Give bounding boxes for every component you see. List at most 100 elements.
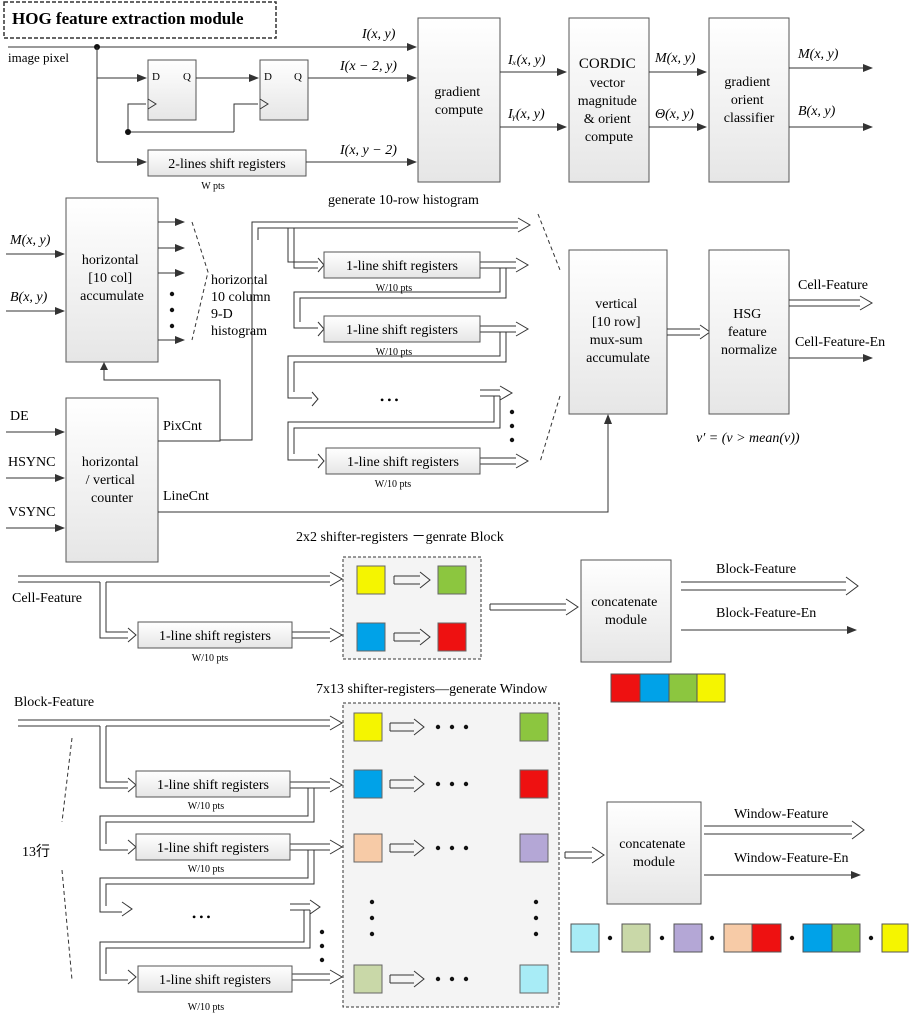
window-shift-chain [18, 715, 343, 985]
signal-m-out: M(x, y) [797, 47, 839, 62]
flip-flop-2 [259, 59, 309, 121]
signal-i-y2: I(x, y − 2) [339, 143, 397, 158]
block-inner-arrows [393, 571, 431, 646]
block-green-cell [437, 565, 467, 595]
window-ellipsis-h: • • • [192, 910, 211, 924]
block-shift-register [137, 621, 293, 649]
window-w10-label-1: W/10 pts [188, 801, 224, 812]
window-ellipsis-v [319, 929, 325, 963]
signal-i: I(x, y) [361, 27, 396, 42]
win-lavender-end [519, 833, 549, 863]
shift-register-row-3-label: 1-line shift registers [347, 455, 459, 470]
win-yellow-start [353, 712, 383, 742]
diagram-title: HOG feature extraction module [12, 9, 244, 28]
vertical-accumulate-box [568, 249, 668, 415]
ff2-clock [259, 98, 269, 110]
ellipsis-h: • • • [380, 393, 399, 407]
vertical-accumulate-label: vertical [10 row] mux-sum accumulate [586, 297, 650, 366]
normalize-formula: v′ = (v > mean(v)) [696, 431, 800, 446]
ff1-d-label: D [152, 71, 160, 83]
w10-label-1: W/10 pts [376, 283, 412, 294]
block-color-strip [610, 673, 726, 703]
vacc-to-hsg-arrow [667, 328, 700, 336]
ff2-q-label: Q [294, 71, 302, 83]
window-inner-dots [369, 724, 539, 982]
window-concatenate-label: concatenate module [619, 837, 689, 870]
block-feature-label: Block-Feature [716, 562, 796, 577]
block-shift-register-label: 1-line shift registers [159, 629, 271, 644]
shift-register-row-1 [323, 251, 481, 279]
clock-wire-1 [127, 103, 234, 133]
win-green-end [519, 712, 549, 742]
window-to-concat-arrow [564, 846, 605, 864]
two-lines-shift-registers [147, 149, 307, 177]
window-color-strip [570, 923, 909, 953]
signal-b-in: B(x, y) [10, 290, 48, 305]
hsync-label: HSYNC [8, 455, 55, 470]
clock-wire-2 [233, 103, 258, 132]
block-to-concat-arrow [489, 598, 579, 616]
linecnt-wire [158, 420, 609, 513]
h-accum-outputs [158, 218, 185, 344]
linecnt-label: LineCnt [163, 489, 209, 504]
hv-counter-box [65, 397, 159, 563]
signal-iy: Iᵧ(x, y) [507, 107, 545, 122]
w10-label-3: W/10 pts [375, 479, 411, 490]
gradient-orient-classifier-box [708, 17, 790, 183]
block-blue-cell [356, 622, 386, 652]
pixcnt-head [100, 362, 108, 370]
title-frame [3, 1, 277, 39]
ff2-d-label: D [264, 71, 272, 83]
linecnt-head [604, 414, 612, 424]
signal-b-out: B(x, y) [798, 104, 836, 119]
shift-register-row-2 [323, 315, 481, 343]
win-peach-start [353, 833, 383, 863]
window-feature-label: Window-Feature [734, 807, 828, 822]
window-shift-register-1-label: 1-line shift registers [157, 778, 269, 793]
block-feature-arrow [681, 576, 859, 596]
block-feature-en-label: Block-Feature-En [716, 606, 816, 621]
rows-label: 13行 [22, 844, 50, 860]
horizontal-accumulate-label: horizontal [10 col] accumulate [80, 253, 144, 304]
cordic-label: CORDIC vector magnitude & orient compute [578, 56, 641, 145]
generate-histogram-label: generate 10-row histogram [328, 193, 479, 208]
block-cell-feature-label: Cell-Feature [12, 591, 82, 606]
signal-m: M(x, y) [654, 51, 696, 66]
hsg-normalize-label: HSG feature normalize [721, 307, 777, 358]
cordic-box [568, 17, 650, 183]
block-concatenate-label: concatenate module [591, 595, 661, 628]
cell-feature-arrow [789, 299, 860, 307]
brace-top [537, 213, 561, 271]
window-feature-en-label: Window-Feature-En [734, 851, 849, 866]
histogram-label: horizontal 10 column 9-D histogram [211, 273, 274, 339]
block-w10-label: W/10 pts [192, 653, 228, 664]
cell-feature-head [859, 295, 873, 311]
hv-counter-label: horizontal / vertical counter [82, 455, 142, 506]
gradient-compute-box [417, 17, 501, 183]
ellipsis-v-hist [509, 409, 515, 443]
signal-m-in: M(x, y) [9, 233, 51, 248]
block-red-cell [437, 622, 467, 652]
brace-bottom [539, 395, 561, 463]
window-block-feature-label: Block-Feature [14, 695, 94, 710]
block-yellow-cell [356, 565, 386, 595]
win-sage-start [353, 964, 383, 994]
vsync-label: VSYNC [8, 505, 55, 520]
window-w10-label-3: W/10 pts [188, 1002, 224, 1013]
win-cyan-end [519, 964, 549, 994]
ff1-q-label: Q [183, 71, 191, 83]
window-shift-register-1 [135, 770, 291, 798]
clock-junction [125, 129, 131, 135]
w-pts-label: W pts [201, 181, 225, 192]
window-w10-label-2: W/10 pts [188, 864, 224, 875]
window-concatenate-box [606, 801, 702, 905]
signal-ix: Iₓ(x, y) [507, 53, 546, 68]
ff1-clock [147, 98, 157, 110]
window-inner-arrows [389, 718, 425, 988]
two-lines-shift-label: 2-lines shift registers [168, 157, 285, 172]
flip-flop-1 [147, 59, 197, 121]
window-feature-arrow [704, 820, 865, 840]
block-shift-chain [18, 571, 343, 643]
window-shift-register-3 [137, 965, 293, 993]
shift-register-row-2-label: 1-line shift registers [346, 323, 458, 338]
